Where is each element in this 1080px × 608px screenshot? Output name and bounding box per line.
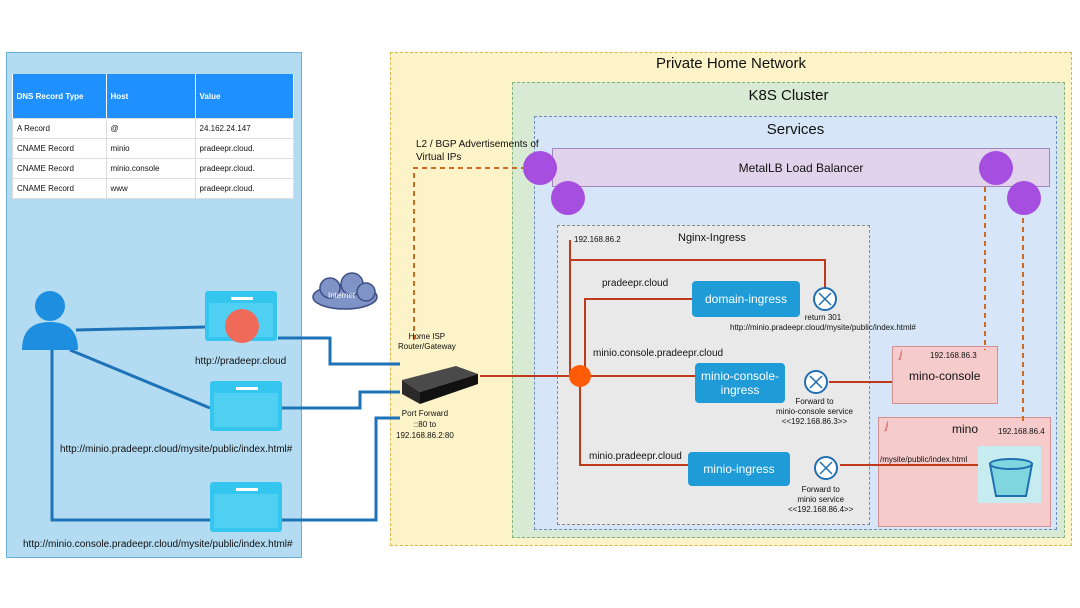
client-line-3	[69, 348, 211, 410]
table-row: A Record @ 24.162.24.147	[12, 118, 294, 139]
router-icon	[402, 366, 478, 404]
client-line-2	[278, 336, 400, 366]
console-service-name: mino-console	[909, 369, 981, 383]
dns-col-host: Host	[106, 74, 196, 119]
user-avatar-body	[22, 322, 78, 350]
user-avatar-head	[35, 291, 65, 321]
minio-ingress-button[interactable]: minio-ingress	[688, 452, 790, 486]
metallb-label: MetalLB Load Balancer	[738, 160, 864, 175]
metallb-load-balancer: MetalLB Load Balancer	[552, 148, 1050, 187]
dns-records-table: DNS Record Type Host Value A Record @ 24…	[12, 74, 294, 199]
vip-node	[551, 181, 585, 215]
minio-service-name: mino	[952, 422, 979, 436]
table-row: CNAME Record www pradeepr.cloud.	[12, 178, 294, 199]
console-service-ip: 192.168.86.3	[930, 351, 977, 360]
minio-console-ingress-button[interactable]: minio-console- ingress	[695, 363, 785, 403]
ingress-junction-node	[569, 365, 591, 387]
forward-console-label: Forward to minio-console service <<192.1…	[776, 397, 853, 426]
services-title: Services	[766, 121, 825, 138]
forward-minio-label: Forward to minio service <<192.168.86.4>…	[788, 485, 854, 514]
table-cell: pradeepr.cloud.	[194, 178, 294, 199]
table-row: CNAME Record minio.console pradeepr.clou…	[12, 158, 294, 179]
bgp-advert-line	[413, 167, 527, 340]
dns-col-type: DNS Record Type	[12, 74, 107, 119]
minio-service-ip: 192.168.86.4	[998, 427, 1045, 436]
k8s-pod-icon: ⅉ	[899, 350, 903, 361]
vip-node	[523, 151, 557, 185]
browser-window	[210, 381, 282, 431]
k8s-cluster-title: K8S Cluster	[748, 87, 829, 104]
dns-col-value: Value	[195, 74, 294, 119]
port-forward-label: Port Forward ::80 to 192.168.86.2:80	[396, 409, 454, 440]
table-cell: www	[105, 178, 196, 199]
nginx-ingress-title: Nginx-Ingress	[678, 232, 746, 244]
domain-ingress-button[interactable]: domain-ingress	[692, 281, 800, 317]
client-url-3: http://minio.console.pradeepr.cloud/mysi…	[23, 539, 293, 550]
route-domain-2	[584, 298, 692, 376]
private-home-network-title: Private Home Network	[655, 55, 807, 72]
client-line-1	[75, 325, 206, 332]
router-title: Home ISP Router/Gateway	[398, 332, 456, 351]
return-action-label: return 301 http://minio.pradeepr.cloud/m…	[730, 313, 916, 332]
minio-path-label: /mysite/public/index.html	[880, 455, 968, 464]
client-line-4	[282, 390, 400, 410]
route-host-domain: pradeepr.cloud	[602, 278, 669, 289]
client-url-2: http://minio.pradeepr.cloud/mysite/publi…	[60, 444, 293, 455]
internet-label: Internet	[328, 291, 356, 300]
minio-console-pod: ⅉ mino-console	[892, 346, 998, 404]
table-cell: CNAME Record	[12, 178, 107, 199]
vip-node	[979, 151, 1013, 185]
browser-window	[210, 482, 282, 532]
browser-dot	[225, 309, 259, 343]
client-line-5	[50, 350, 210, 522]
k8s-pod-icon: ⅉ	[885, 421, 889, 432]
client-url-1: http://pradeepr.cloud	[195, 356, 287, 367]
vip-node	[1007, 181, 1041, 215]
ingress-ip: 192.168.86.2	[574, 235, 621, 244]
bgp-label: L2 / BGP Advertisements of Virtual IPs	[416, 139, 539, 163]
route-host-console: minio.console.pradeepr.cloud	[593, 348, 724, 359]
route-minio	[579, 376, 688, 466]
client-line-6	[282, 416, 400, 522]
browser-window	[205, 291, 277, 343]
dns-table-header-row: DNS Record Type Host Value	[12, 74, 294, 119]
route-host-minio: minio.pradeepr.cloud	[589, 451, 682, 462]
